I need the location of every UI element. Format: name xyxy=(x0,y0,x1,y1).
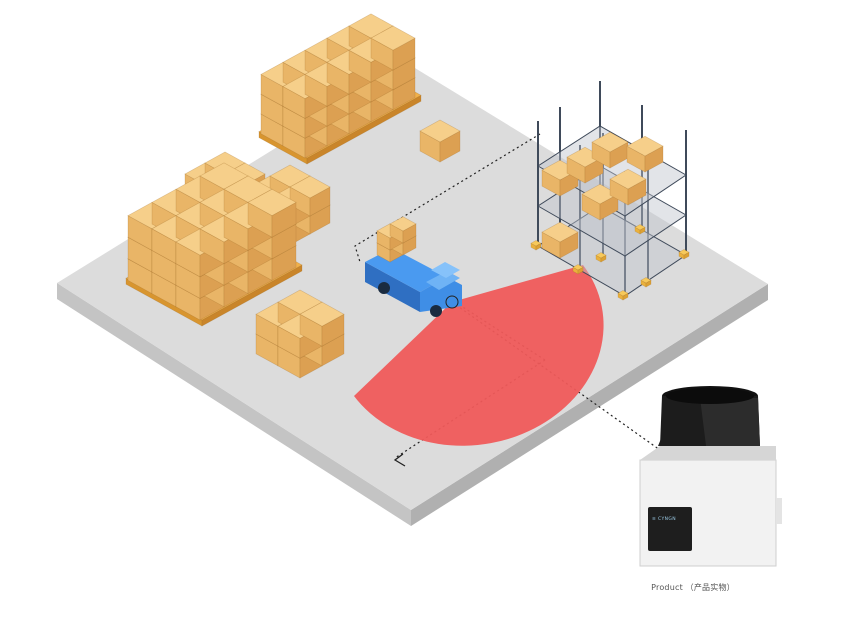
chevron-left-icon xyxy=(393,453,406,467)
scan-zone xyxy=(354,265,604,446)
cargo-stacks xyxy=(125,13,461,379)
device-brand-label: ≡ CYNGN xyxy=(652,516,676,522)
storage-rack xyxy=(530,81,690,301)
product-caption: Product （产品实物） xyxy=(651,583,735,592)
truck-cargo xyxy=(376,216,417,263)
lidar-sensor-icon: ≡ CYNGN xyxy=(639,386,782,567)
route-path xyxy=(354,133,661,459)
